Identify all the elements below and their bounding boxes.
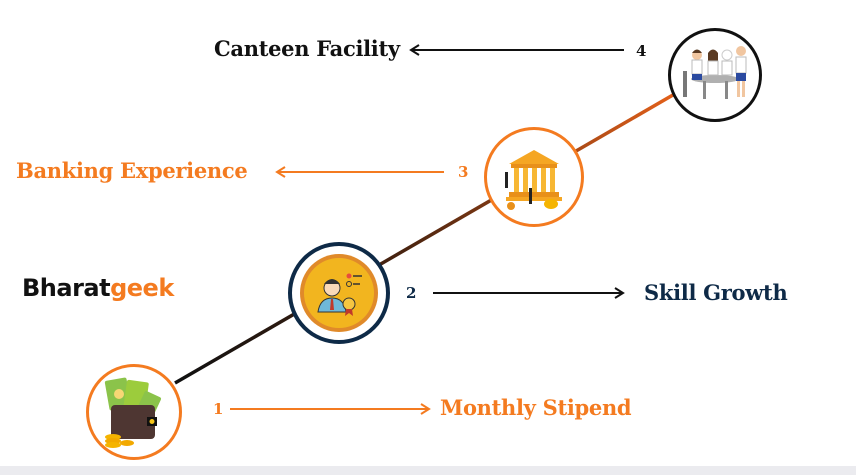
diagonal-path-line [174, 86, 686, 385]
arrow-4 [409, 44, 624, 56]
arrow-1 [230, 403, 431, 415]
step-3-number: 3 [458, 163, 469, 181]
bottom-divider [0, 466, 856, 475]
step-4-label: Canteen Facility [214, 36, 400, 61]
step-2-node [288, 242, 390, 344]
bank-building-icon [505, 150, 562, 210]
certified-professional-icon [300, 254, 378, 332]
step-3-label: Banking Experience [16, 158, 248, 183]
step-2-label: Skill Growth [644, 280, 788, 305]
step-1-label: Monthly Stipend [440, 395, 632, 420]
bharatgeek-logo: Bharatgeek [22, 274, 174, 302]
step-1-node [86, 364, 182, 460]
logo-part-1: Bharat [22, 274, 111, 302]
canteen-students-icon [683, 46, 747, 99]
logo-part-2: geek [110, 274, 174, 302]
step-2-number: 2 [406, 284, 417, 302]
wallet-money-icon [104, 377, 161, 448]
step-3-node [484, 127, 584, 227]
arrow-3 [275, 166, 444, 178]
step-4-number: 4 [636, 42, 647, 60]
step-4-node [668, 28, 762, 122]
arrow-2 [433, 287, 625, 299]
step-1-number: 1 [213, 400, 224, 418]
